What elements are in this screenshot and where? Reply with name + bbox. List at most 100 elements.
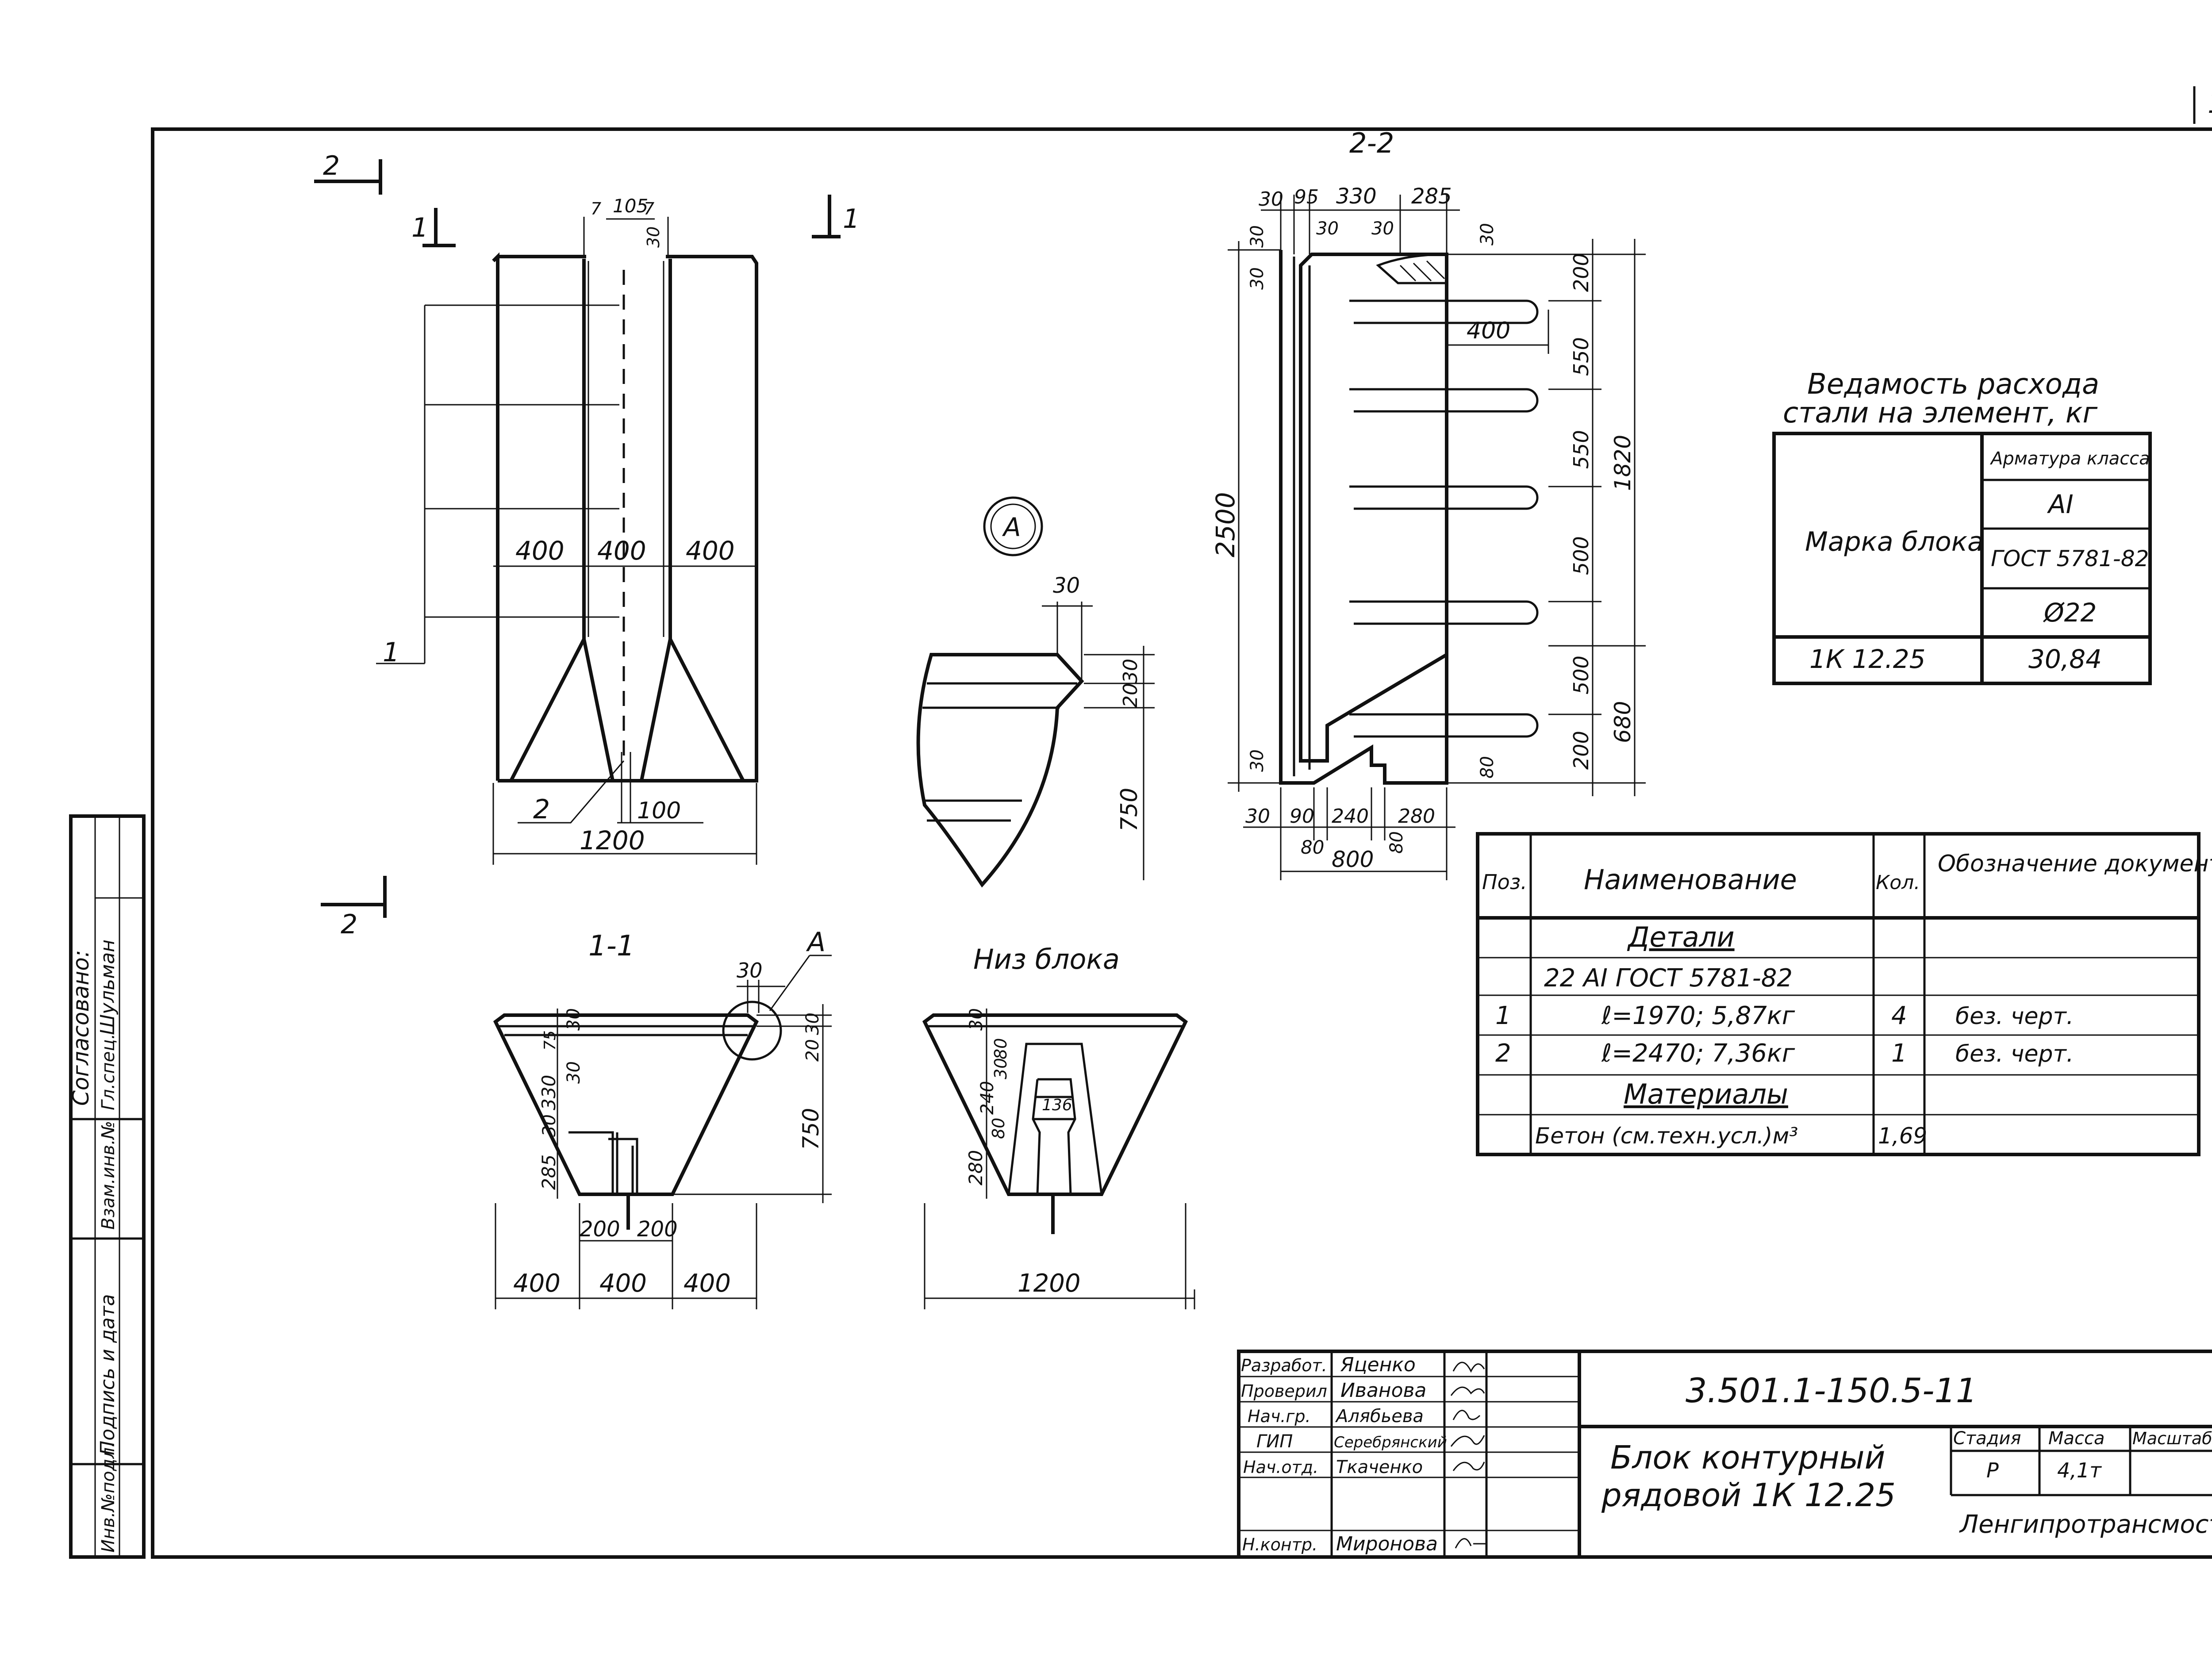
s22-b-30: 30	[1245, 805, 1270, 828]
spec-row1-qty: 4	[1891, 1001, 1907, 1030]
s22-r-550b: 550	[1569, 430, 1593, 469]
name-norm-control: Миронова	[1336, 1533, 1438, 1555]
s11-dim-30a: 30	[737, 959, 763, 982]
title-block: Разработ. Проверил Нач.гр. ГИП Нач.отд. …	[1237, 1350, 2212, 1559]
role-dept-chief: Нач.отд.	[1243, 1457, 1318, 1477]
dim-7a: 7	[591, 199, 601, 219]
s11-dim-200a: 200	[580, 1217, 620, 1242]
signatures	[1450, 1362, 1486, 1549]
section-2-2: 2-2 30 95	[1210, 127, 1646, 880]
dim-100: 100	[637, 798, 681, 824]
s11-dim-20: 20	[803, 1039, 823, 1062]
bv-dim-280: 280	[965, 1150, 987, 1185]
name-dept-head: Алябьева	[1335, 1406, 1424, 1427]
s22-b-80a: 80	[1301, 836, 1324, 858]
steel-armature-class: АI	[2047, 489, 2074, 519]
s11-dim-285: 285	[538, 1154, 560, 1190]
name-gip: Серебрянский	[1334, 1434, 1447, 1451]
s11-callout-a: А	[806, 927, 826, 958]
spec-header-name: Наименование	[1584, 863, 1797, 896]
dim-7b: 7	[644, 199, 654, 219]
s22-top-95: 95	[1294, 186, 1319, 208]
s11-dim-750: 750	[798, 1108, 824, 1150]
detail-a: А 30 30 20 750	[916, 496, 1155, 888]
stage-label: Стадия	[1953, 1428, 2021, 1449]
bv-dim-30a: 30	[966, 1008, 987, 1031]
dim-30-front: 30	[644, 226, 663, 248]
s22-r-200a: 200	[1569, 253, 1593, 292]
drawing-title-1: Блок контурный	[1610, 1439, 1885, 1476]
bv-dim-1200: 1200	[1018, 1269, 1081, 1298]
s22-top-30b: 30	[1316, 219, 1339, 239]
s11-dim-330: 330	[538, 1075, 560, 1110]
role-developed: Разработ.	[1241, 1356, 1327, 1375]
bv-dim-136: 136	[1042, 1096, 1072, 1114]
s11-dim-400b: 400	[599, 1269, 647, 1298]
s22-top-30c: 30	[1371, 219, 1394, 239]
section-2-2-title: 2-2	[1349, 127, 1394, 159]
steel-title-1: Ведамость расхода	[1807, 368, 2099, 401]
spec-details-sub: 22 АI ГОСТ 5781-82	[1544, 964, 1793, 993]
role-gip: ГИП	[1256, 1431, 1293, 1452]
stamp-inv-replace: Взам.инв.№	[98, 1121, 119, 1230]
section-1-1: 1-1 А 30 30 75 30 330 30 285 30 20 750 2…	[493, 927, 832, 1309]
spec-row2-pos: 2	[1495, 1039, 1511, 1068]
name-developed: Яценко	[1340, 1354, 1416, 1376]
s22-r-500b: 500	[1569, 656, 1593, 694]
steel-title-2: стали на элемент, кг	[1783, 397, 2097, 430]
steel-row-mark: 1К 12.25	[1809, 644, 1926, 674]
s11-dim-75: 75	[541, 1030, 559, 1051]
spec-header-pos: Поз.	[1482, 870, 1527, 894]
s22-left-30c: 30	[1247, 749, 1267, 772]
spec-row1-doc: без. черт.	[1955, 1003, 2074, 1030]
bv-dim-80b: 80	[989, 1118, 1008, 1139]
sheet-frame: 19	[151, 86, 2212, 1559]
stamp-inv-orig: Инв.№подл.	[98, 1442, 119, 1553]
s22-top-30d: 30	[1477, 223, 1498, 245]
s11-dim-400a: 400	[513, 1269, 561, 1298]
organization: Ленгипротрансмост	[1959, 1510, 2212, 1539]
doc-code: 3.501.1-150.5-11	[1686, 1371, 1977, 1410]
spec-concrete-name: Бетон (см.техн.усл.)м³	[1535, 1123, 1798, 1149]
role-checked: Проверил	[1241, 1381, 1327, 1401]
detail-a-dim-20: 20	[1119, 683, 1142, 708]
stage-value: Р	[1986, 1458, 1999, 1482]
dim-105: 105	[613, 195, 648, 217]
section-1-1-title: 1-1	[588, 930, 635, 963]
role-norm-control: Н.контр.	[1242, 1535, 1317, 1554]
dim-400b: 400	[597, 536, 646, 566]
s22-r-500a: 500	[1569, 536, 1593, 575]
section-mark-2-bottom: 2	[341, 909, 357, 940]
s11-dim-30b: 30	[564, 1008, 584, 1031]
role-dept-head: Нач.гр.	[1248, 1407, 1311, 1426]
stamp-sign-date: Подпись и дата	[96, 1294, 119, 1455]
spec-row2-qty: 1	[1891, 1039, 1907, 1068]
drawing-title-2: рядовой 1К 12.25	[1601, 1477, 1896, 1514]
s22-top-330: 330	[1336, 184, 1377, 209]
s22-r-200b: 200	[1569, 731, 1593, 770]
detail-a-mark: А	[1002, 512, 1021, 542]
s11-dim-200b: 200	[637, 1217, 678, 1242]
callout-1: 1	[383, 637, 399, 668]
s22-dim-400: 400	[1467, 318, 1510, 344]
detail-a-dim-30a: 30	[1053, 573, 1080, 598]
s22-b-80c: 80	[1477, 756, 1498, 779]
front-view: 2 2 1 1 1 2 7 105 7 30 400	[314, 150, 860, 940]
name-dept-chief: Ткаченко	[1336, 1457, 1423, 1477]
page-number: 19	[2208, 87, 2212, 120]
s22-dim-680: 680	[1610, 701, 1636, 743]
stamp-chief-spec-name: Шульман	[96, 940, 119, 1035]
s11-dim-30c: 30	[803, 1013, 823, 1035]
section-mark-2-top: 2	[323, 150, 340, 181]
s11-dim-30e: 30	[539, 1114, 560, 1137]
s22-left-30a: 30	[1247, 225, 1267, 248]
spec-table: Поз. Наименование Кол. Обозначение докум…	[1476, 832, 2212, 1156]
s22-left-30b: 30	[1247, 267, 1267, 290]
dim-1200-front: 1200	[580, 825, 645, 855]
spec-section-materials: Материалы	[1624, 1078, 1788, 1110]
s22-top-30a: 30	[1259, 188, 1283, 211]
dim-400a: 400	[515, 536, 565, 566]
detail-a-dim-30b: 30	[1119, 659, 1142, 683]
spec-header-doc: Обозначение документа	[1938, 851, 2212, 877]
